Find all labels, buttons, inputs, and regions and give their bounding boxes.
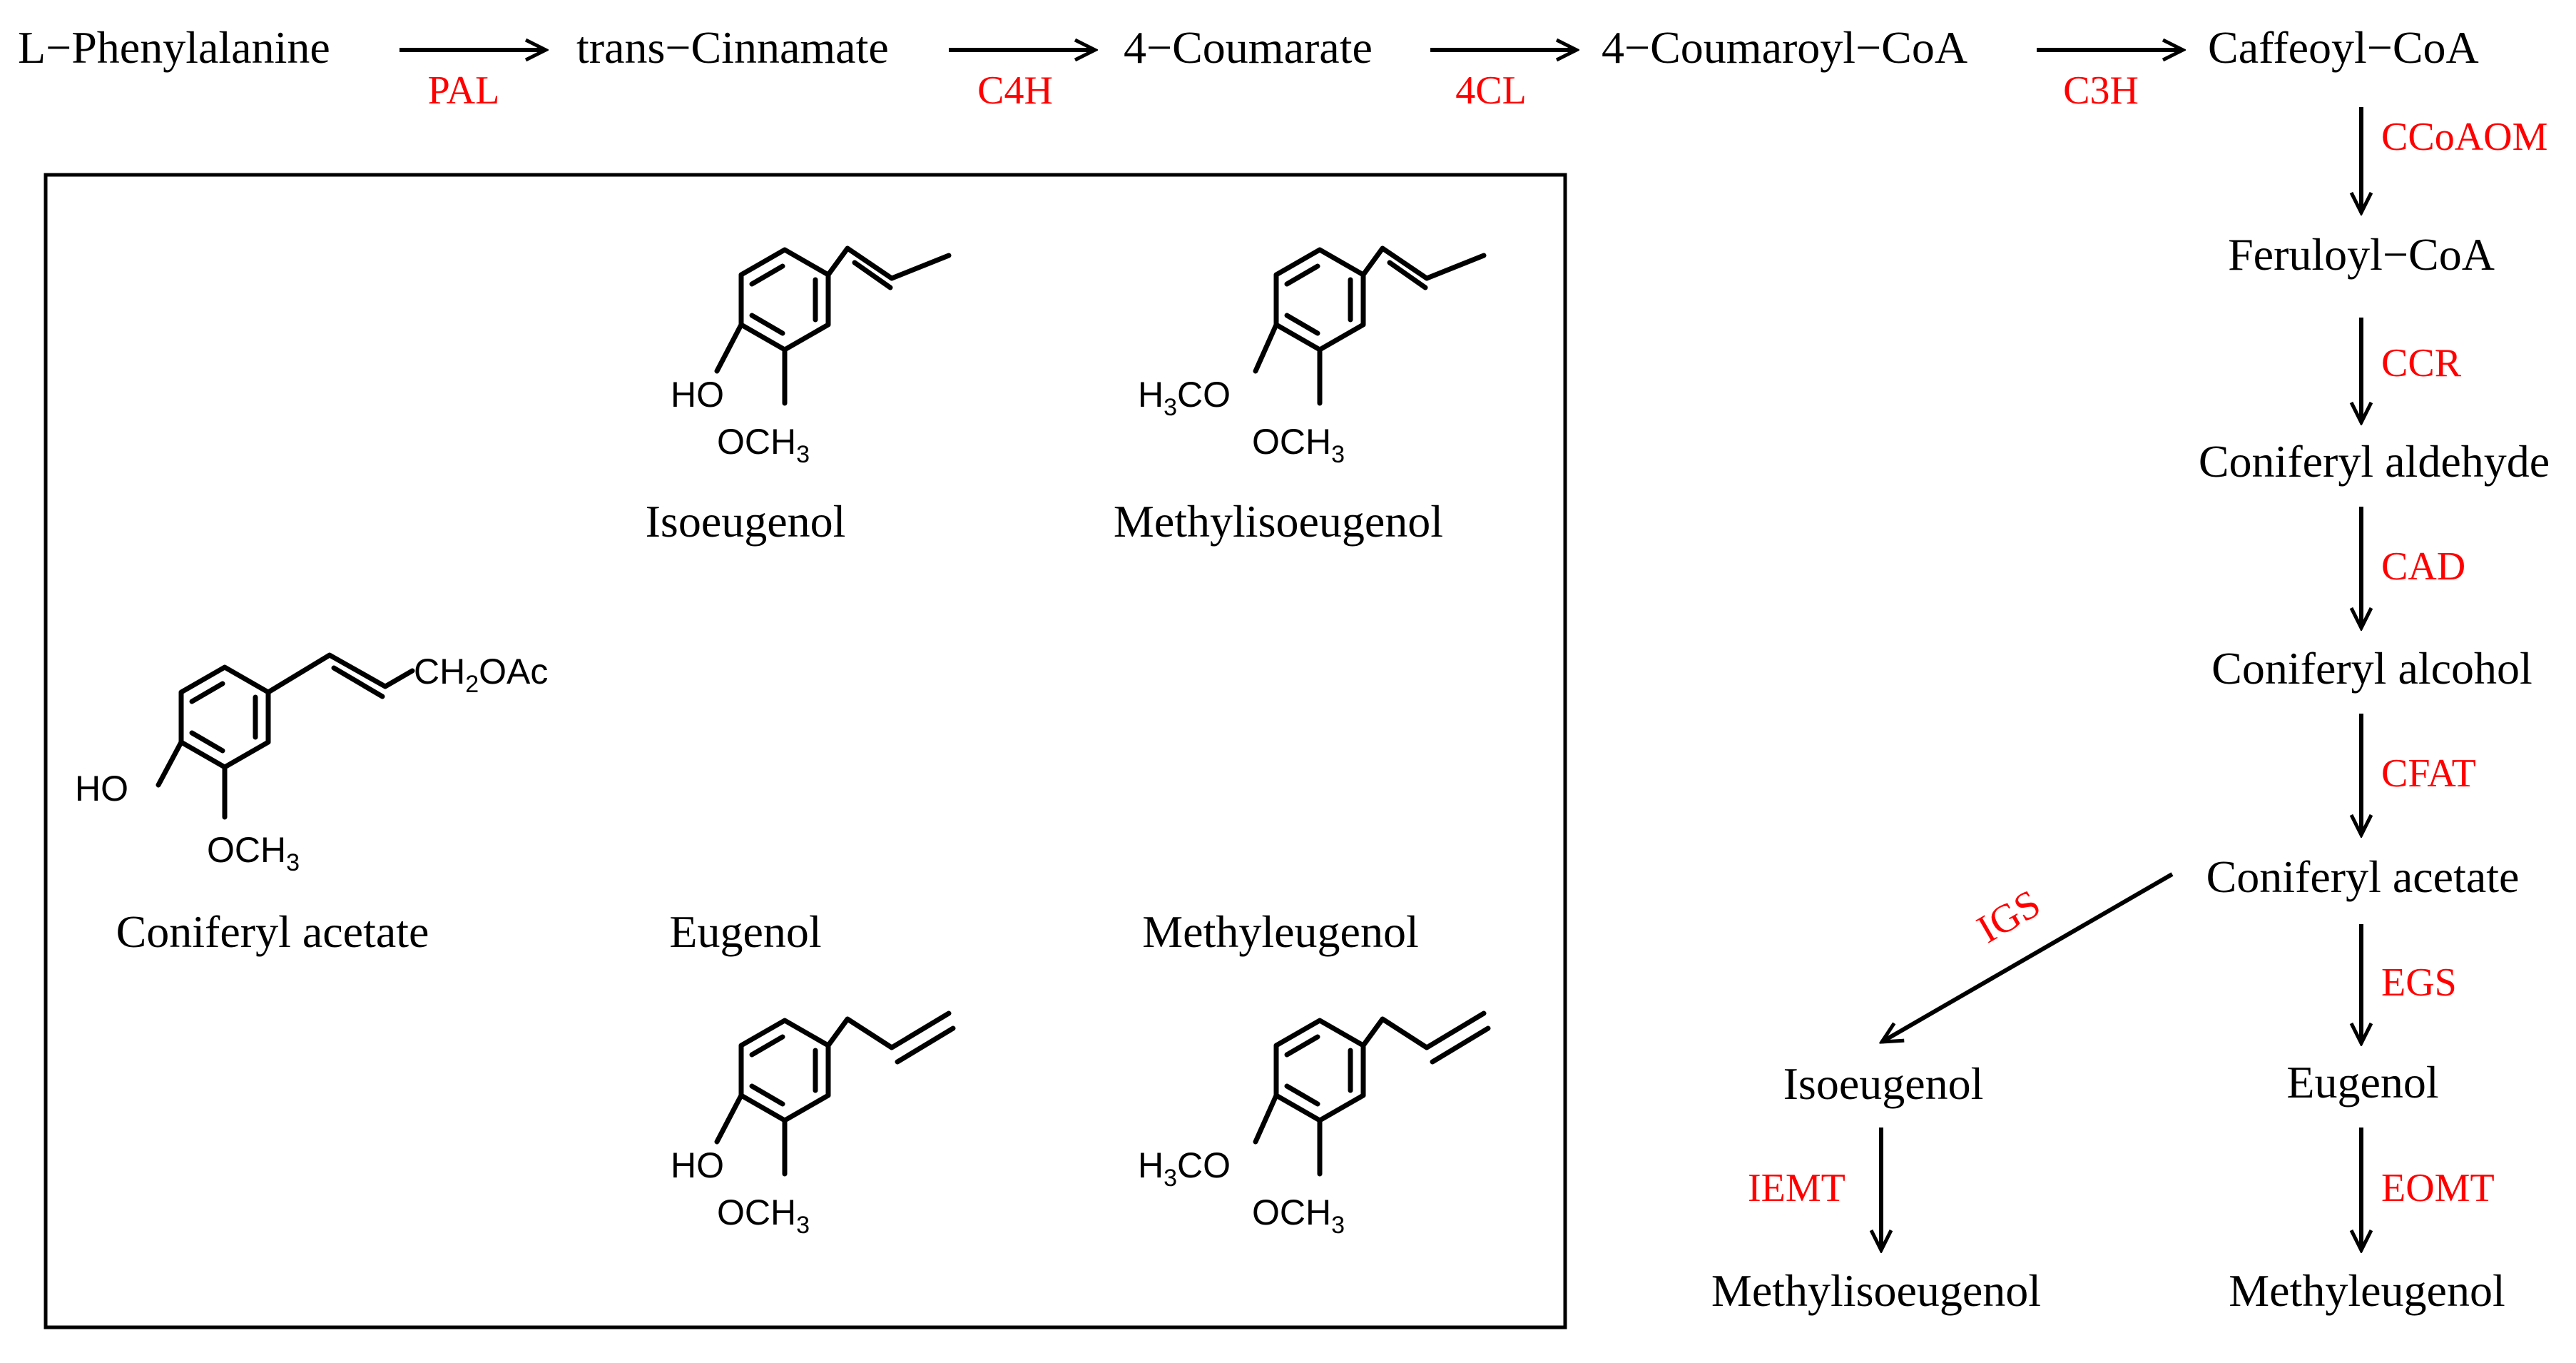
enzyme-ccoaom: CCoAOM [2381, 115, 2547, 159]
ring-double-bond [749, 1083, 785, 1107]
ring-double-bond [1284, 1083, 1320, 1107]
hydroxyl-group: HO [671, 1145, 724, 1185]
chain-double-bond [1430, 1025, 1491, 1065]
chain-double-bond [1387, 260, 1428, 290]
methoxy-group: OCH3 [717, 422, 810, 468]
compound-methyleugenol: Methyleugenol [2229, 1265, 2505, 1316]
enzyme-iemt: IEMT [1748, 1166, 1846, 1210]
ring-double-bond [749, 1034, 785, 1058]
name-methylisoeugenol: Methylisoeugenol [1114, 496, 1443, 547]
propenyl-chain [825, 245, 952, 281]
methoxy-group: OCH3 [717, 1192, 810, 1239]
enzyme-4cl: 4CL [1455, 69, 1527, 113]
ring-double-bond [1284, 263, 1320, 287]
compound-coniferyl-aldehyde: Coniferyl aldehyde [2199, 436, 2550, 487]
enzyme-c4h: C4H [977, 69, 1053, 113]
allyl-chain [825, 1010, 952, 1050]
ring-double-bond [749, 313, 785, 336]
compound-eugenol: Eugenol [2286, 1057, 2438, 1108]
name-methyleugenol: Methyleugenol [1142, 906, 1418, 957]
ring-double-bond [189, 681, 225, 704]
name-isoeugenol: Isoeugenol [646, 496, 846, 547]
methoxy-group: OCH3 [1252, 422, 1345, 468]
chain-double-bond [852, 260, 893, 290]
name-coniferyl-acetate: Coniferyl acetate [116, 906, 429, 957]
compound-caffeoyl-coa: Caffeoyl−CoA [2208, 22, 2479, 73]
structure-methyleugenol: H3CO OCH3 [1138, 1010, 1491, 1239]
compound-feruloyl-coa: Feruloyl−CoA [2228, 229, 2495, 280]
ring-double-bond [749, 263, 785, 287]
compound-methylisoeugenol: Methylisoeugenol [1711, 1265, 2041, 1316]
allyl-chain [1360, 1010, 1487, 1050]
compound-coniferyl-alcohol: Coniferyl alcohol [2211, 643, 2532, 694]
compound-4-coumarate: 4−Coumarate [1124, 22, 1373, 73]
structures-box [44, 173, 1567, 1329]
methoxy-group-left: H3CO [1138, 375, 1231, 421]
enzyme-cad: CAD [2381, 544, 2465, 589]
methoxy-group-left: H3CO [1138, 1145, 1231, 1192]
propenyl-chain [1360, 245, 1487, 281]
methoxy-group: OCH3 [207, 830, 300, 876]
ho-bond [714, 322, 744, 374]
enzyme-cfat: CFAT [2381, 751, 2476, 796]
ring-double-bond [1284, 313, 1320, 336]
hydroxyl-group: HO [75, 769, 128, 809]
structure-methylisoeugenol: H3CO OCH3 Methylisoeugenol [1114, 245, 1487, 547]
hydroxyl-group: HO [671, 375, 724, 415]
ring-double-bond [1284, 1034, 1320, 1058]
structure-coniferyl-acetate: CH2OAc HO OCH3 Coniferyl acetate [75, 652, 548, 957]
enzyme-egs: EGS [2381, 961, 2457, 1005]
chain-double-bond [895, 1025, 956, 1065]
allyl-chain [265, 652, 415, 695]
name-eugenol: Eugenol [669, 906, 821, 957]
compound-l-phenylalanine: L−Phenylalanine [18, 22, 330, 73]
structure-eugenol: HO OCH3 [671, 1010, 956, 1239]
enzyme-ccr: CCR [2381, 341, 2462, 385]
ring-double-bond [189, 730, 225, 754]
acetoxymethyl-group: CH2OAc [414, 652, 548, 698]
enzyme-pal: PAL [428, 69, 500, 113]
enzyme-c3h: C3H [2063, 69, 2139, 113]
h3co-bond [1253, 322, 1279, 374]
compound-isoeugenol: Isoeugenol [1783, 1058, 1984, 1109]
enzyme-eomt: EOMT [2381, 1166, 2495, 1210]
enzyme-igs: IGS [1970, 881, 2047, 952]
structure-isoeugenol: HO OCH3 Isoeugenol [646, 245, 952, 547]
arrow-igs [1882, 872, 2174, 1042]
h3co-bond [1253, 1093, 1279, 1145]
compound-coniferyl-acetate: Coniferyl acetate [2206, 851, 2520, 902]
compound-4-coumaroyl-coa: 4−Coumaroyl−CoA [1602, 22, 1967, 73]
ho-bond [156, 739, 184, 788]
chain-double-bond [331, 665, 385, 699]
ho-bond [714, 1093, 744, 1145]
methoxy-group: OCH3 [1252, 1192, 1345, 1239]
compound-trans-cinnamate: trans−Cinnamate [576, 22, 889, 73]
